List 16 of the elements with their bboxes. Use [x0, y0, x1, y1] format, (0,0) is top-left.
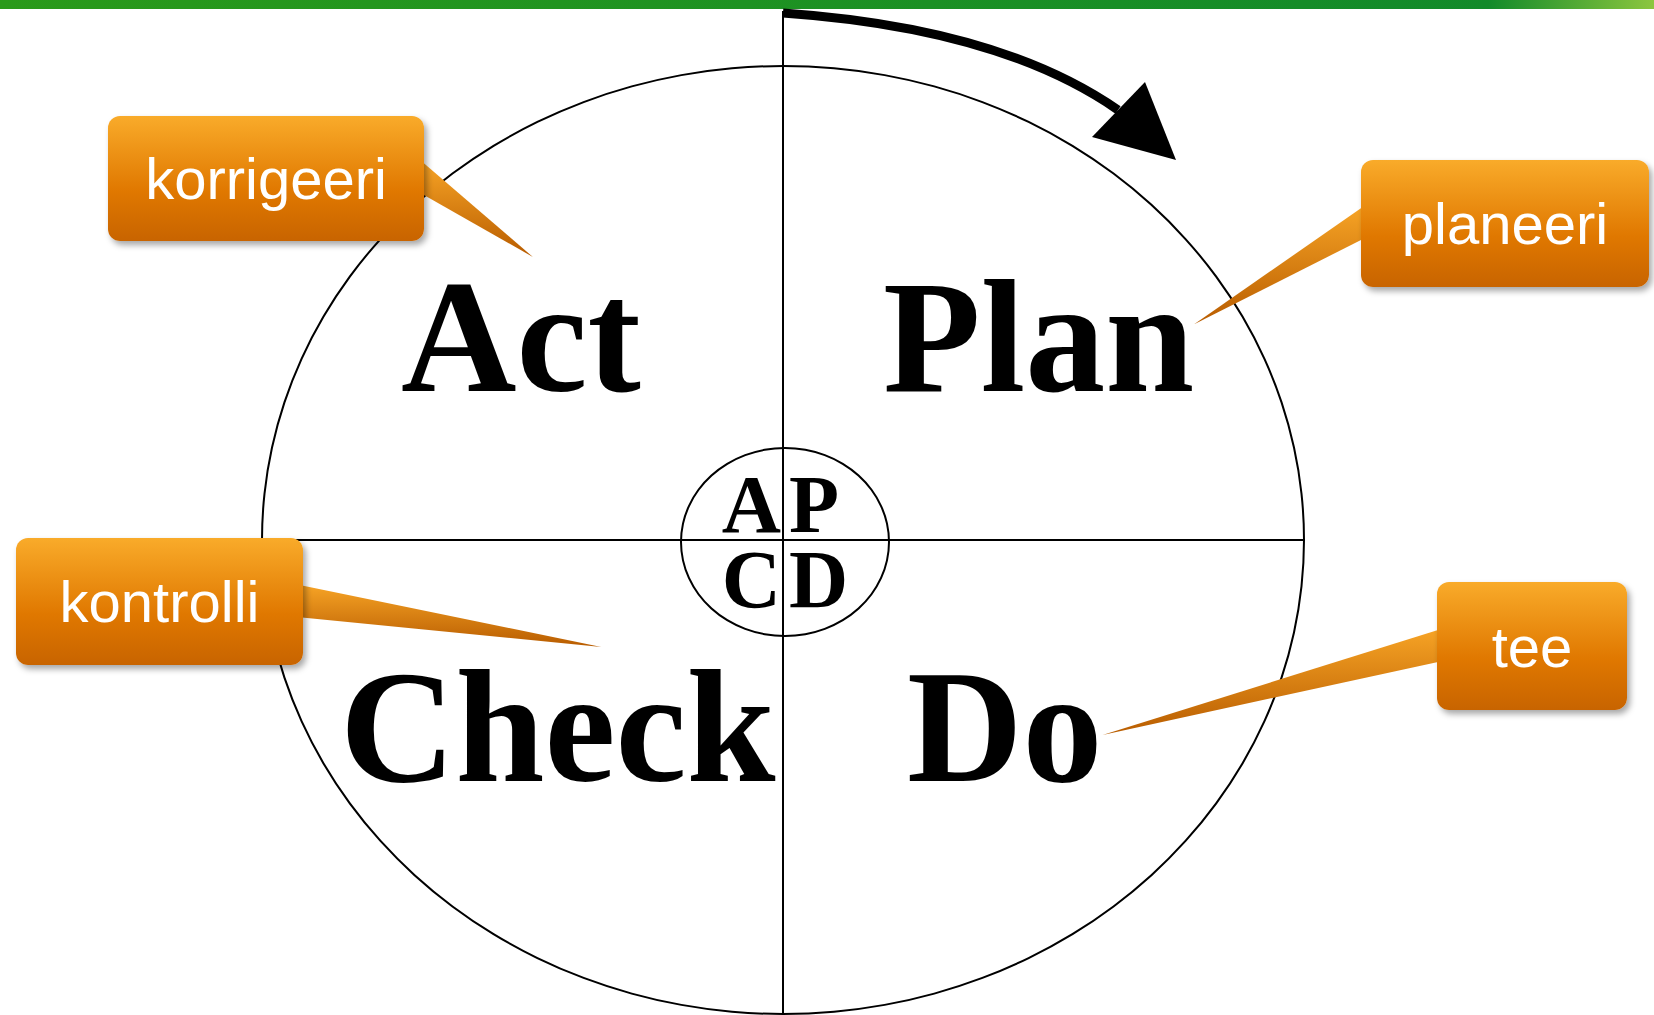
phase-label: Check	[340, 647, 776, 807]
letter-label: C	[720, 542, 782, 618]
leader-line	[423, 162, 533, 257]
callout-box: tee	[1437, 582, 1627, 710]
phase-label: Do	[907, 647, 1103, 807]
leader-line	[1102, 630, 1438, 735]
letter-label: D	[788, 542, 850, 618]
callout-box: kontrolli	[16, 538, 303, 665]
letter-label: P	[788, 466, 841, 542]
leader-line	[302, 585, 602, 647]
phase-label: Plan	[883, 257, 1195, 417]
center-circle	[680, 447, 890, 637]
callout-box: planeeri	[1361, 160, 1649, 287]
letter-label: A	[720, 466, 782, 542]
phase-label: Act	[401, 257, 641, 417]
leader-line	[1194, 207, 1362, 325]
